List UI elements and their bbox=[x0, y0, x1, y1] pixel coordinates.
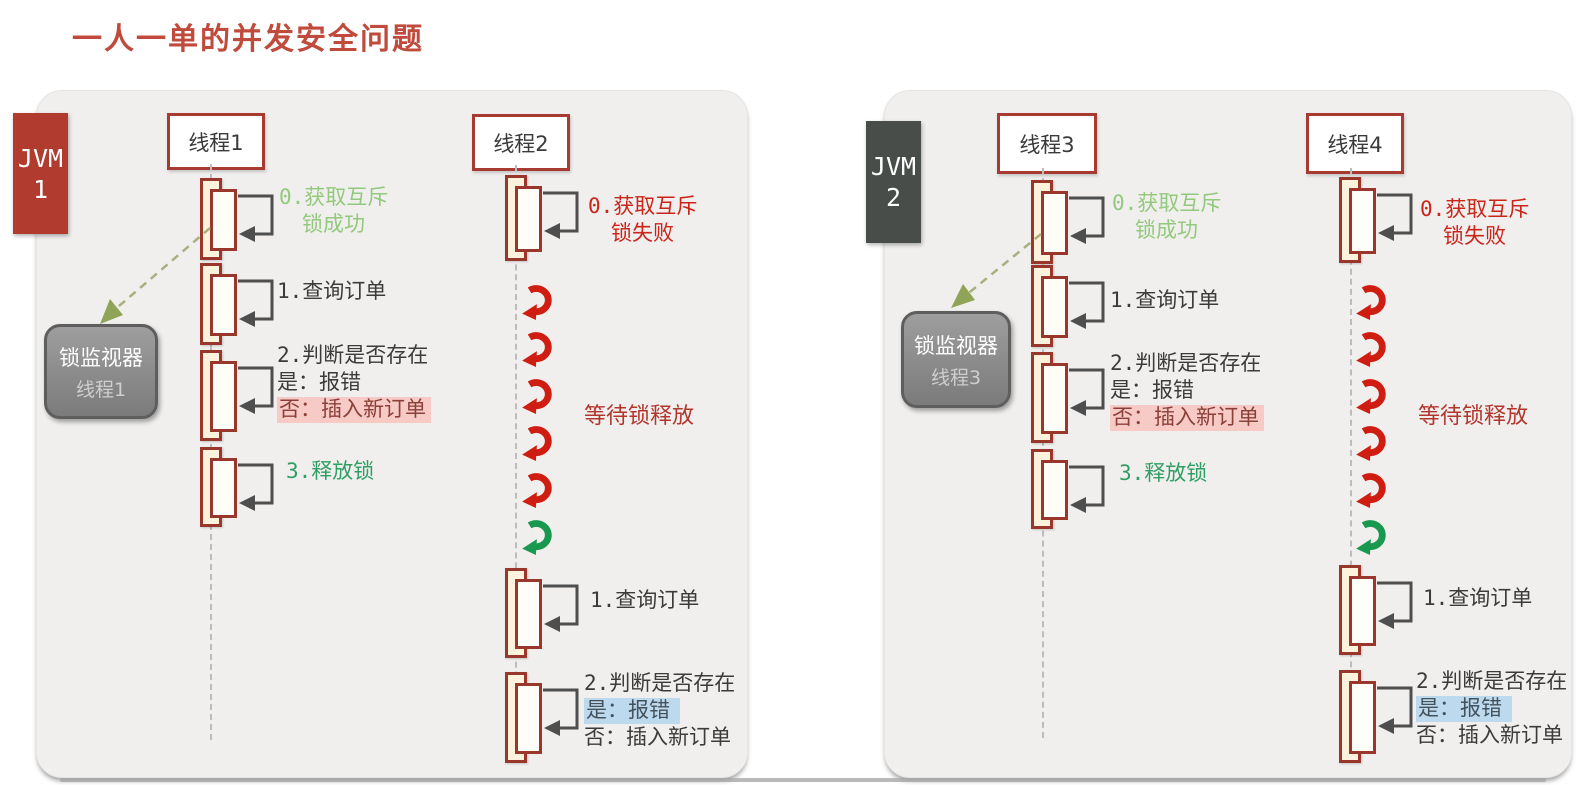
step-line: 否：插入新订单 bbox=[584, 725, 731, 749]
spin-wait-arrow-icon bbox=[1356, 473, 1386, 508]
step-line: 0.获取互斥 bbox=[1420, 197, 1530, 221]
step-acquire-lock-success: 0.获取互斥 锁成功 bbox=[1112, 190, 1221, 244]
step-line: 2.判断是否存在 bbox=[584, 671, 736, 695]
self-call-arrow-icon bbox=[1377, 686, 1413, 734]
lock-monitor-owner: 线程1 bbox=[75, 378, 127, 401]
step-line: 2.判断是否存在 bbox=[1110, 351, 1262, 375]
lock-monitor-owner: 线程3 bbox=[930, 366, 982, 389]
report-error-highlight: 是：报错 bbox=[584, 698, 680, 724]
lock-monitor-jvm2: 锁监视器 线程3 bbox=[901, 311, 1011, 408]
step-line: 是：报错 bbox=[1416, 695, 1567, 722]
wait-lock-release-label: 等待锁释放 bbox=[584, 404, 695, 429]
thread2-header: 线程2 bbox=[472, 114, 570, 171]
insert-order-highlight: 否：插入新订单 bbox=[1110, 405, 1264, 431]
self-call-arrow-icon bbox=[543, 584, 579, 632]
step-acquire-lock-success: 0.获取互斥 锁成功 bbox=[279, 184, 388, 238]
step-line: 2.判断是否存在 bbox=[277, 343, 429, 367]
step-query-order: 1.查询订单 bbox=[1423, 586, 1533, 610]
lock-monitor-jvm1: 锁监视器 线程1 bbox=[44, 324, 158, 419]
step-check-exists: 2.判断是否存在 是：报错 否：插入新订单 bbox=[277, 342, 431, 423]
jvm2-badge: JVM 2 bbox=[866, 121, 921, 243]
self-call-arrow-icon bbox=[1377, 193, 1413, 241]
step-check-exists: 2.判断是否存在 是：报错 否：插入新订单 bbox=[584, 670, 735, 751]
step-query-order: 1.查询订单 bbox=[1110, 288, 1220, 312]
step-line: 0.获取互斥 bbox=[588, 194, 698, 218]
lock-grant-arrow-icon bbox=[100, 227, 211, 324]
wait-lock-release-label: 等待锁释放 bbox=[1418, 404, 1529, 429]
lock-acquired-arrow-icon bbox=[522, 520, 552, 555]
step-line: 2.判断是否存在 bbox=[1416, 669, 1568, 693]
step-line: 0.获取互斥 bbox=[279, 185, 389, 209]
self-call-arrow-icon bbox=[238, 366, 274, 414]
jvm2-panel bbox=[884, 90, 1572, 778]
jvm1-badge-label: JVM bbox=[17, 143, 64, 173]
spin-wait-arrow-icon bbox=[522, 473, 552, 508]
spin-wait-arrow-icon bbox=[1356, 426, 1386, 461]
thread2-lifeline bbox=[515, 165, 517, 757]
lock-monitor-title: 锁监视器 bbox=[914, 333, 998, 358]
step-line: 是：报错 bbox=[584, 697, 735, 724]
self-call-arrow-icon bbox=[1069, 196, 1105, 244]
self-call-arrow-icon bbox=[543, 191, 579, 239]
thread1-header: 线程1 bbox=[167, 113, 265, 170]
jvm2-badge-number: 2 bbox=[885, 183, 902, 212]
step-check-exists: 2.判断是否存在 是：报错 否：插入新订单 bbox=[1110, 350, 1264, 431]
self-call-arrow-icon bbox=[543, 688, 579, 736]
step-line: 锁成功 bbox=[1135, 218, 1198, 242]
step-release-lock: 3.释放锁 bbox=[1119, 461, 1208, 485]
spin-wait-arrow-icon bbox=[522, 285, 552, 320]
spin-wait-arrow-icon bbox=[522, 379, 552, 414]
step-acquire-lock-fail: 0.获取互斥 锁失败 bbox=[588, 193, 697, 247]
page-title: 一人一单的并发安全问题 bbox=[72, 22, 424, 57]
spin-wait-arrow-icon bbox=[522, 426, 552, 461]
spin-wait-arrow-icon bbox=[1356, 379, 1386, 414]
slide-bottom-edge bbox=[60, 778, 1546, 782]
jvm1-panel bbox=[36, 90, 748, 778]
jvm2-badge-label: JVM bbox=[870, 152, 917, 181]
step-line: 锁失败 bbox=[1443, 224, 1506, 248]
step-line: 是：报错 bbox=[277, 370, 361, 394]
self-call-arrow-icon bbox=[1377, 581, 1413, 629]
thread3-header: 线程3 bbox=[997, 113, 1097, 174]
self-call-arrow-icon bbox=[238, 279, 274, 327]
jvm1-badge-number: 1 bbox=[32, 174, 49, 204]
thread4-header: 线程4 bbox=[1306, 113, 1404, 174]
step-line: 锁成功 bbox=[302, 212, 365, 236]
step-acquire-lock-fail: 0.获取互斥 锁失败 bbox=[1420, 196, 1529, 250]
step-line: 否：插入新订单 bbox=[277, 396, 431, 423]
thread4-lifeline bbox=[1350, 168, 1352, 758]
self-call-arrow-icon bbox=[238, 194, 274, 242]
self-call-arrow-icon bbox=[1069, 368, 1105, 416]
step-line: 是：报错 bbox=[1110, 378, 1194, 402]
jvm1-badge: JVM 1 bbox=[13, 113, 68, 234]
self-call-arrow-icon bbox=[238, 463, 274, 511]
self-call-arrow-icon bbox=[1069, 281, 1105, 329]
step-query-order: 1.查询订单 bbox=[590, 588, 700, 612]
spin-wait-arrow-icon bbox=[1356, 285, 1386, 320]
step-line: 锁失败 bbox=[611, 221, 674, 245]
lock-grant-arrow-icon bbox=[951, 233, 1042, 308]
step-release-lock: 3.释放锁 bbox=[286, 459, 375, 483]
report-error-highlight: 是：报错 bbox=[1416, 696, 1512, 722]
step-line: 否：插入新订单 bbox=[1416, 723, 1563, 747]
lock-acquired-arrow-icon bbox=[1356, 520, 1386, 555]
step-check-exists: 2.判断是否存在 是：报错 否：插入新订单 bbox=[1416, 668, 1567, 749]
spin-wait-arrow-icon bbox=[522, 332, 552, 367]
insert-order-highlight: 否：插入新订单 bbox=[277, 397, 431, 423]
step-line: 0.获取互斥 bbox=[1112, 191, 1222, 215]
lock-monitor-title: 锁监视器 bbox=[59, 345, 143, 370]
self-call-arrow-icon bbox=[1069, 465, 1105, 513]
step-query-order: 1.查询订单 bbox=[277, 279, 387, 303]
spin-wait-arrow-icon bbox=[1356, 332, 1386, 367]
step-line: 否：插入新订单 bbox=[1110, 404, 1264, 431]
